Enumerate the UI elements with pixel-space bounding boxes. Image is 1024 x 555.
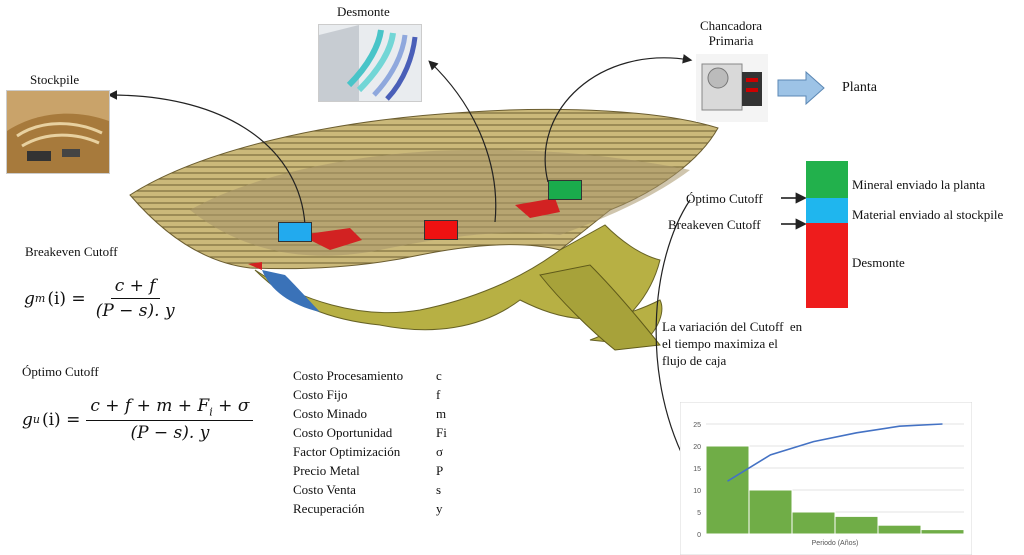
variable-name: Precio Metal [293,463,360,478]
variable-row: Costo Procesamiento c [293,366,447,385]
chart-bar [705,445,750,535]
stockpile-photo [6,90,110,174]
planta-label: Planta [842,80,877,95]
optimo-formula-title: Óptimo Cutoff [22,364,99,379]
variable-symbol: f [436,387,441,402]
variable-row: Precio Metal P [293,461,447,480]
chart-bar [748,489,793,535]
variable-name: Recuperación [293,501,365,516]
pit-marker-desmonte [424,220,458,240]
variable-row: Costo Fijo f [293,385,447,404]
optimo-num-tail: + σ [212,396,250,416]
pit-marker-stockpile [278,222,312,242]
breakeven-numerator: c + f [110,276,160,299]
x-axis-label: Periodo (Años) [812,540,859,547]
variable-name: Costo Minado [293,406,368,421]
variable-symbol: c [436,368,442,383]
stockpile-label: Stockpile [30,72,80,87]
variable-symbol: m [436,406,447,421]
optimo-lhs: g [22,409,33,430]
desmonte-label: Desmonte [337,4,390,19]
breakeven-cutoff-marker-label: Breakeven Cutoff [668,217,761,232]
variable-name: Costo Procesamiento [293,368,404,383]
breakeven-lhs: g [24,288,35,309]
variable-name: Costo Venta [293,482,356,497]
optimo-numerator: c + f + m + Fi + σ [86,396,254,422]
variable-symbol: σ [436,444,444,459]
optimo-lhs-sub: u [32,413,40,427]
chancadora-label: Chancadora Primaria [700,18,763,48]
variable-symbol: y [436,501,443,516]
optimo-denominator: (P − s). y [130,423,210,444]
variable-symbol: s [436,482,442,497]
chart-bar [791,511,836,535]
cutoff-segment-label-desmonte: Desmonte [852,255,905,270]
planta-arrow-icon [777,70,825,106]
chart-line [727,423,943,482]
y-tick-label: 10 [693,488,701,495]
y-tick-label: 15 [693,466,701,473]
cutoff-bar [806,161,848,308]
variable-symbol: P [436,463,444,478]
optimo-num-main: c + f + m + F [90,396,210,416]
variable-row: Costo Venta s [293,480,447,499]
breakeven-lhs-arg: (i) = [47,288,86,309]
optimo-lhs-arg: (i) = [41,409,81,430]
y-tick-label: 5 [697,510,701,517]
cutoff-variation-note: La variación del Cutoff en el tiempo max… [662,319,803,368]
variable-name: Costo Fijo [293,387,348,402]
cutoff-segment-label-mineral: Mineral enviado la planta [852,177,986,192]
variable-row: Costo Minado m [293,404,447,423]
pit-marker-planta [548,180,582,200]
chart-bar [834,515,879,535]
breakeven-formula-title: Breakeven Cutoff [25,244,118,259]
breakeven-denominator: (P − s). y [95,301,175,321]
optimo-cutoff-marker-label: Óptimo Cutoff [686,191,763,206]
cutoff-segment-mineral [806,161,848,198]
y-tick-label: 25 [693,422,701,429]
variable-row: Costo Oportunidad Fi [293,423,447,442]
variable-name: Factor Optimización [293,444,401,459]
chancadora-photo [696,54,768,122]
desmonte-photo [318,24,422,102]
variable-row: Factor Optimización σ [293,442,447,461]
chart-bar [920,529,965,535]
cutoff-segment-label-stockpile: Material enviado al stockpile [852,207,1004,222]
cutoff-segment-stockpile [806,198,848,223]
variable-row: Recuperación y [293,499,447,518]
variable-symbol: Fi [436,425,447,440]
y-tick-label: 20 [693,444,701,451]
chart-bar [877,524,922,535]
cutoff-segment-desmonte [806,223,848,308]
y-tick-label: 0 [697,532,701,539]
optimo-num-sub: i [209,405,213,419]
variable-name: Costo Oportunidad [293,425,393,440]
breakeven-lhs-sub: m [34,292,46,305]
